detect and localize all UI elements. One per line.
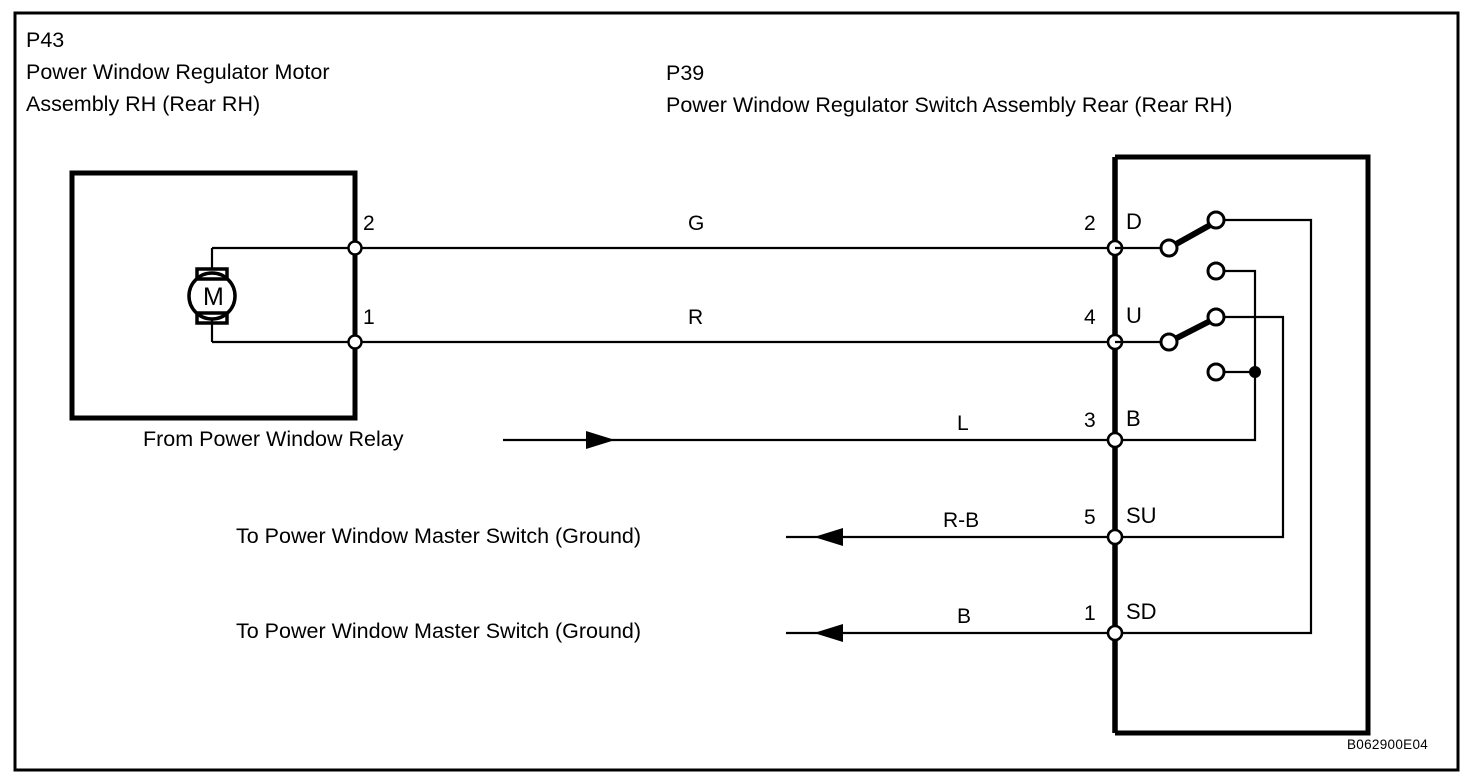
link-d-upper-to-sd <box>1122 218 1313 635</box>
switch-pin-1: 1 <box>1084 602 1096 625</box>
junction-dot <box>1249 366 1261 378</box>
switch-terminal-name-u: U <box>1126 303 1142 328</box>
harness-wires <box>355 246 1115 635</box>
source-label-from-power-window-relay: From Power Window Relay <box>143 427 404 451</box>
motor-terminals <box>347 240 363 350</box>
left-component-code: P43 <box>26 28 65 52</box>
wire-label-r: R <box>688 306 704 329</box>
switch-terminal-name-su: SU <box>1126 503 1157 528</box>
contact-low-fixed <box>1206 362 1226 382</box>
motor-assembly-box <box>69 170 358 421</box>
contact-u-upper-fixed <box>1206 307 1226 327</box>
switch-terminal-name-b: B <box>1126 406 1141 431</box>
wire-label-g: G <box>688 212 705 235</box>
contact-mid-fixed <box>1206 261 1226 281</box>
motor-pin-2: 2 <box>363 212 375 235</box>
wire-label-rb: R-B <box>943 509 980 532</box>
motor-symbol <box>187 267 237 325</box>
arrow-left-to-master-sd <box>814 624 843 633</box>
switch-terminal-1-sd <box>1106 624 1124 642</box>
source-label-to-master-switch-ground-su: To Power Window Master Switch (Ground) <box>236 524 642 548</box>
left-component-name-line2: Assembly RH (Rear RH) <box>26 92 261 116</box>
switch-pin-5: 5 <box>1084 506 1096 529</box>
switch-pin-4: 4 <box>1084 306 1096 329</box>
contact-d-upper-fixed <box>1206 210 1226 230</box>
arrow-left-to-master-sd-b <box>814 633 843 642</box>
arrow-right-from-relay-b <box>586 440 615 449</box>
contact-u-pivot <box>1159 332 1179 352</box>
switch-terminal-name-sd: SD <box>1126 599 1157 624</box>
wire-label-l: L <box>957 412 969 435</box>
motor-terminal-1 <box>347 334 363 350</box>
source-label-to-master-switch-ground-sd: To Power Window Master Switch (Ground) <box>236 619 642 643</box>
motor-terminal-2 <box>347 240 363 256</box>
switch-pin-2: 2 <box>1084 212 1096 235</box>
switch-terminal-3-b <box>1106 431 1124 449</box>
switch-internal-wiring <box>1115 218 1313 635</box>
wire-arrowheads <box>586 431 843 642</box>
arrow-left-to-master-su-b <box>814 537 843 546</box>
switch-contacts <box>1159 210 1261 382</box>
switch-terminal-5-su <box>1106 528 1124 546</box>
contact-d-pivot <box>1159 238 1179 258</box>
motor-symbol-label: M <box>203 283 224 311</box>
outer-border <box>13 11 1460 772</box>
right-component-name-line1: Power Window Regulator Switch Assembly R… <box>666 93 1233 117</box>
arrow-left-to-master-su <box>814 528 843 537</box>
wire-label-b: B <box>957 605 972 628</box>
switch-terminal-name-d: D <box>1126 209 1142 234</box>
right-component-code: P39 <box>666 61 705 85</box>
left-component-name-line1: Power Window Regulator Motor <box>26 60 330 84</box>
arrow-right-from-relay <box>586 431 615 440</box>
diagram-reference-code: B062900E04 <box>1347 737 1429 752</box>
switch-pin-3: 3 <box>1084 409 1096 432</box>
switch-assembly-box <box>1115 154 1371 736</box>
link-u-upper-to-su <box>1122 315 1285 539</box>
link-mid-to-b <box>1122 269 1257 442</box>
motor-pin-1: 1 <box>363 306 375 329</box>
